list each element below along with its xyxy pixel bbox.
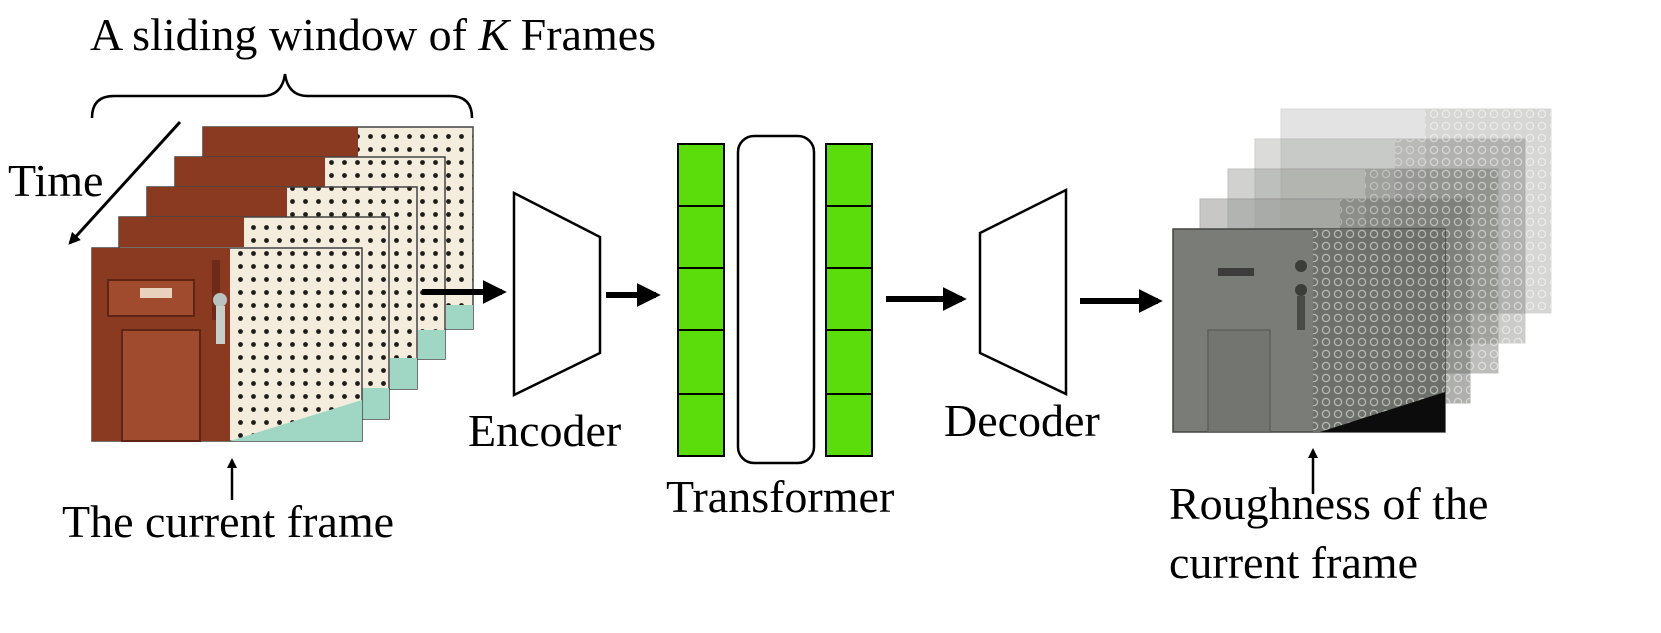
roughness-floor xyxy=(1320,392,1445,432)
attention-block xyxy=(736,134,816,465)
floor xyxy=(230,400,362,441)
token xyxy=(677,329,725,395)
token xyxy=(825,393,873,457)
roughness-frame-stack xyxy=(1172,108,1552,433)
current-frame xyxy=(91,247,363,442)
input-frame-stack xyxy=(91,126,474,442)
time-label: Time xyxy=(8,155,103,206)
token xyxy=(677,143,725,207)
encoder-block xyxy=(512,190,602,398)
window-title: A sliding window of K Frames xyxy=(90,9,656,60)
token xyxy=(825,267,873,331)
token xyxy=(677,205,725,269)
decoder-label: Decoder xyxy=(944,395,1100,446)
token xyxy=(825,329,873,395)
door-handle xyxy=(213,293,227,307)
current-frame-label: The current frame xyxy=(62,496,394,547)
roughness-label-line1: Roughness of the xyxy=(1169,478,1488,529)
decoder-block xyxy=(978,187,1068,396)
roughness-label-line2: current frame xyxy=(1169,537,1418,588)
roughness-current-frame xyxy=(1172,228,1446,433)
transformer-block xyxy=(677,134,873,465)
time-arrow xyxy=(68,120,182,245)
input-token-column xyxy=(677,143,725,457)
output-token-column xyxy=(825,143,873,457)
token xyxy=(825,143,873,207)
window-brace xyxy=(90,73,474,119)
token xyxy=(677,267,725,331)
transformer-label: Transformer xyxy=(666,471,894,522)
token xyxy=(677,393,725,457)
token xyxy=(825,205,873,269)
encoder-label: Encoder xyxy=(468,405,621,456)
